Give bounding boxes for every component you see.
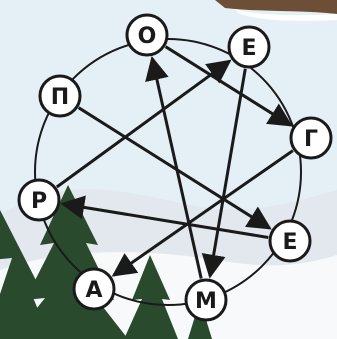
- letter-node[interactable]: Г: [289, 116, 333, 160]
- letter-node[interactable]: Е: [268, 219, 312, 263]
- letter-node-circle: [38, 74, 82, 118]
- arrow-n7-to-n2: [55, 59, 232, 189]
- letter-node-circle: [125, 13, 169, 57]
- letter-node-label: Р: [31, 189, 47, 214]
- letter-node-label: Е: [282, 230, 297, 255]
- tree-branch: [215, 0, 337, 14]
- letter-node-circle: [227, 25, 271, 69]
- arrow-n2-to-n5: [201, 68, 247, 279]
- letter-node[interactable]: О: [125, 13, 169, 57]
- fir-tree: [124, 255, 178, 339]
- letter-nodes-layer: О Е Г Е М А Р П: [17, 13, 333, 322]
- letter-node-label: Г: [304, 127, 318, 152]
- letter-node-label: А: [85, 278, 102, 303]
- snow-on-branch: [235, 9, 337, 21]
- letter-node-circle: [184, 278, 228, 322]
- arrow-n5-to-n1: [145, 56, 203, 279]
- letter-node[interactable]: П: [38, 74, 82, 118]
- letter-node-label: М: [195, 289, 217, 314]
- letter-node[interactable]: Е: [227, 25, 271, 69]
- fir-tree: [0, 210, 50, 339]
- letter-node-circle: [17, 178, 61, 222]
- arrow-n8-to-n4: [77, 106, 272, 230]
- letter-node[interactable]: Р: [17, 178, 61, 222]
- letter-node-circle: [289, 116, 333, 160]
- arrow-n3-to-n6: [111, 149, 294, 277]
- arrows-layer: [55, 45, 294, 279]
- letter-node[interactable]: М: [184, 278, 228, 322]
- letter-node-circle: [72, 267, 116, 311]
- letter-node[interactable]: А: [72, 267, 116, 311]
- arrow-n1-to-n3: [164, 45, 293, 127]
- arrow-n4-to-n7: [60, 195, 269, 239]
- letter-node-label: О: [138, 24, 157, 49]
- letter-node-circle: [268, 219, 312, 263]
- letter-node-label: П: [51, 85, 69, 110]
- letter-node-label: Е: [241, 36, 256, 61]
